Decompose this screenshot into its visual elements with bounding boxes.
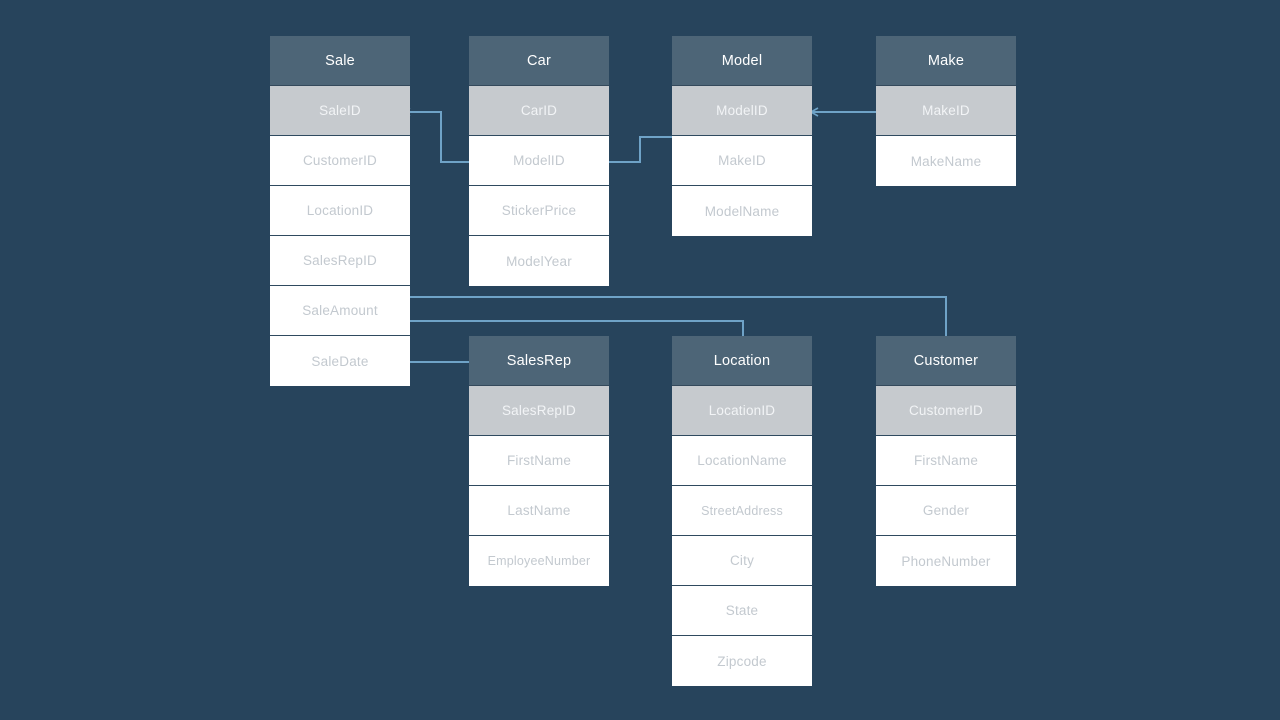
entity-field-streetaddress[interactable]: StreetAddress (672, 486, 812, 536)
entity-pk-field-saleid[interactable]: SaleID (270, 86, 410, 136)
entity-title-car: Car (469, 36, 609, 86)
entity-field-customerid[interactable]: CustomerID (270, 136, 410, 186)
entity-field-saleamount[interactable]: SaleAmount (270, 286, 410, 336)
entity-field-modelname[interactable]: ModelName (672, 186, 812, 236)
entity-pk-field-locationid[interactable]: LocationID (672, 386, 812, 436)
entity-field-phonenumber[interactable]: PhoneNumber (876, 536, 1016, 586)
entity-field-makeid[interactable]: MakeID (672, 136, 812, 186)
connector-sale-to-location (410, 320, 744, 336)
entity-pk-field-customerid[interactable]: CustomerID (876, 386, 1016, 436)
entity-field-locationid[interactable]: LocationID (270, 186, 410, 236)
connector-car-modelid-to-sale-saleid (404, 111, 469, 163)
entity-title-sale: Sale (270, 36, 410, 86)
entity-field-employeenumber[interactable]: EmployeeNumber (469, 536, 609, 586)
entity-field-modelyear[interactable]: ModelYear (469, 236, 609, 286)
connector-model-to-car-modelid (609, 136, 672, 163)
entity-title-make: Make (876, 36, 1016, 86)
entity-field-city[interactable]: City (672, 536, 812, 586)
entity-field-makename[interactable]: MakeName (876, 136, 1016, 186)
entity-field-modelid[interactable]: ModelID (469, 136, 609, 186)
entity-field-locationname[interactable]: LocationName (672, 436, 812, 486)
entity-title-location: Location (672, 336, 812, 386)
entity-pk-field-modelid[interactable]: ModelID (672, 86, 812, 136)
entity-title-model: Model (672, 36, 812, 86)
entity-pk-field-salesrepid[interactable]: SalesRepID (469, 386, 609, 436)
entity-title-customer: Customer (876, 336, 1016, 386)
entity-field-salesrepid[interactable]: SalesRepID (270, 236, 410, 286)
entity-field-state[interactable]: State (672, 586, 812, 636)
entity-title-salesrep: SalesRep (469, 336, 609, 386)
entity-field-saledate[interactable]: SaleDate (270, 336, 410, 386)
entity-field-firstname[interactable]: FirstName (876, 436, 1016, 486)
entity-field-zipcode[interactable]: Zipcode (672, 636, 812, 686)
entity-field-stickerprice[interactable]: StickerPrice (469, 186, 609, 236)
entity-pk-field-carid[interactable]: CarID (469, 86, 609, 136)
entity-field-gender[interactable]: Gender (876, 486, 1016, 536)
connector-arrow-model-modelid (809, 107, 819, 117)
entity-field-firstname[interactable]: FirstName (469, 436, 609, 486)
connector-sale-to-customer (410, 296, 947, 336)
entity-field-lastname[interactable]: LastName (469, 486, 609, 536)
entity-pk-field-makeid[interactable]: MakeID (876, 86, 1016, 136)
